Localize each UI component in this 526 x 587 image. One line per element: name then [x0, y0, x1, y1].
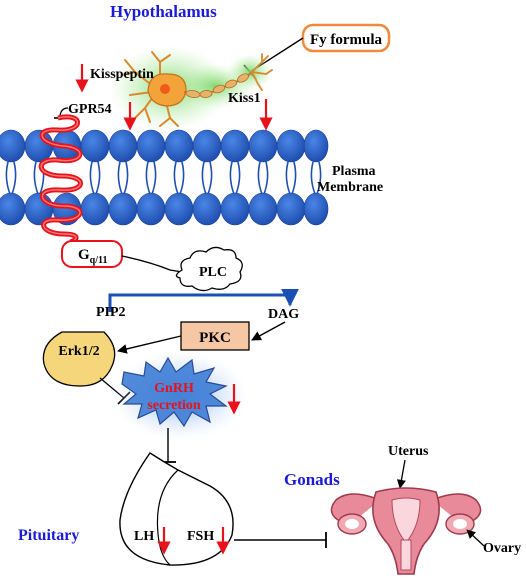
- erk-node: Erk1/2: [42, 331, 116, 387]
- membrane-label: Membrane: [317, 180, 383, 195]
- plasma-label: Plasma: [332, 164, 376, 179]
- kisspeptin-label: Kisspeptin: [90, 67, 154, 82]
- hypothalamus-title: Hypothalamus: [110, 2, 217, 21]
- fsh-label: FSH: [187, 529, 214, 544]
- gq11-main: G: [78, 247, 90, 263]
- plc-node: PLC: [175, 246, 243, 292]
- gq11-subscript: q/11: [90, 255, 108, 266]
- pip2-label: PIP2: [96, 305, 126, 320]
- dag-label: DAG: [268, 307, 299, 322]
- lh-label: LH: [134, 529, 154, 544]
- ovary-label: Ovary: [483, 541, 521, 556]
- erk-label: Erk1/2: [58, 344, 99, 359]
- ovary-pointer-arrow: [466, 529, 485, 547]
- pituitary-to-gonads-line: [234, 532, 327, 548]
- neuron-icon: [110, 46, 273, 130]
- pituitary-title: Pituitary: [18, 527, 79, 544]
- pkc-to-erk-arrow: [117, 335, 182, 354]
- uterus-icon: [330, 487, 482, 575]
- pituitary-gland: [119, 452, 234, 566]
- dag-to-pkc-arrow: [251, 321, 286, 341]
- fy-formula-box: Fy formula: [301, 23, 391, 53]
- gnrh-label-line2: secretion: [147, 398, 201, 413]
- gnrh-label-line1: GnRH: [154, 381, 194, 396]
- pip2-to-dag-arrow: [108, 288, 299, 312]
- uterus-pointer-arrow: [396, 459, 406, 489]
- fy-formula-label: Fy formula: [310, 32, 383, 48]
- plc-label: PLC: [199, 265, 227, 280]
- gq11-node: Gq/11: [61, 240, 123, 268]
- gonads-title: Gonads: [284, 470, 340, 489]
- gnrh-secretion-node: GnRH secretion: [112, 352, 248, 440]
- kiss1-label: Kiss1: [228, 91, 261, 106]
- gq11-label: Gq/11: [78, 247, 107, 266]
- uterus-label: Uterus: [388, 444, 429, 459]
- gq-to-plc-line: [121, 255, 183, 273]
- pkc-label: PKC: [199, 330, 231, 346]
- gpr54-label: GPR54: [68, 102, 112, 117]
- pkc-node: PKC: [180, 321, 250, 351]
